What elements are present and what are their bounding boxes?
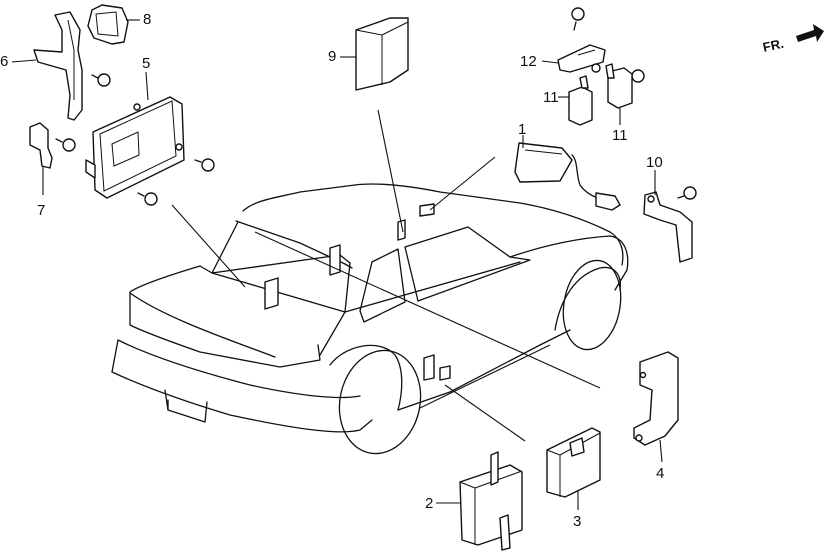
rear-wheel-arch xyxy=(329,344,403,411)
part-6-bracket xyxy=(33,11,83,121)
part-9-unit xyxy=(355,17,409,91)
bolt-icon xyxy=(137,192,158,206)
callout-8: 8 xyxy=(143,11,152,28)
callout-10: 10 xyxy=(646,154,663,171)
body-clips xyxy=(264,203,451,381)
part-5-ecu xyxy=(85,96,185,199)
rear-window xyxy=(211,221,351,274)
bolt-icon xyxy=(571,7,585,31)
callout-2: 2 xyxy=(425,495,434,512)
rear-bumper-top xyxy=(117,339,361,399)
part-11-relay-left xyxy=(568,75,593,126)
part-11-relay-right xyxy=(605,63,633,109)
clip-icon xyxy=(423,354,435,381)
callout-3: 3 xyxy=(573,513,582,530)
callout-1: 1 xyxy=(518,121,527,138)
clip-icon xyxy=(419,203,435,217)
trunk-lid-line xyxy=(129,292,276,358)
callout-11-left: 11 xyxy=(543,89,559,106)
trunk-deck xyxy=(129,265,321,368)
clip-icon xyxy=(439,365,451,381)
part-8-unit xyxy=(87,4,129,45)
hood-line xyxy=(509,235,629,291)
part-4-bracket xyxy=(633,351,679,446)
location-leaders xyxy=(171,109,601,442)
part-2-unit xyxy=(459,451,523,551)
bolt-icon xyxy=(677,186,697,200)
clip-icon xyxy=(329,244,341,276)
front-wheel xyxy=(562,259,622,351)
car-body xyxy=(111,183,629,455)
callout-12: 12 xyxy=(520,53,537,70)
part-3-unit xyxy=(546,427,601,498)
bolt-icon xyxy=(91,73,111,87)
body-crease xyxy=(319,261,521,356)
car-roof-outline xyxy=(242,183,624,266)
callout-4: 4 xyxy=(656,465,665,482)
arrow-right-icon xyxy=(796,24,824,42)
bolt-icon xyxy=(194,158,215,172)
rear-window-top xyxy=(235,220,353,269)
part-10-bracket xyxy=(643,191,693,263)
callout-6: 6 xyxy=(0,53,9,70)
part-12-holder xyxy=(557,44,606,73)
bolts xyxy=(55,7,697,206)
rear-wheel xyxy=(338,349,422,455)
callout-5: 5 xyxy=(142,55,151,72)
clip-icon xyxy=(397,219,406,241)
callout-11-right: 11 xyxy=(612,127,628,144)
rear-bumper xyxy=(111,339,373,433)
bolt-icon xyxy=(55,138,76,152)
callout-ticks xyxy=(11,19,663,510)
part-1-unit xyxy=(514,142,621,211)
license-plate xyxy=(164,389,208,423)
rocker-line xyxy=(397,329,571,411)
part-7-bracket xyxy=(29,122,53,169)
callout-7: 7 xyxy=(37,202,46,219)
rear-side-window xyxy=(359,248,406,323)
clip-icon xyxy=(264,277,279,310)
front-wheel-arch xyxy=(554,266,621,331)
callout-9: 9 xyxy=(328,48,337,65)
